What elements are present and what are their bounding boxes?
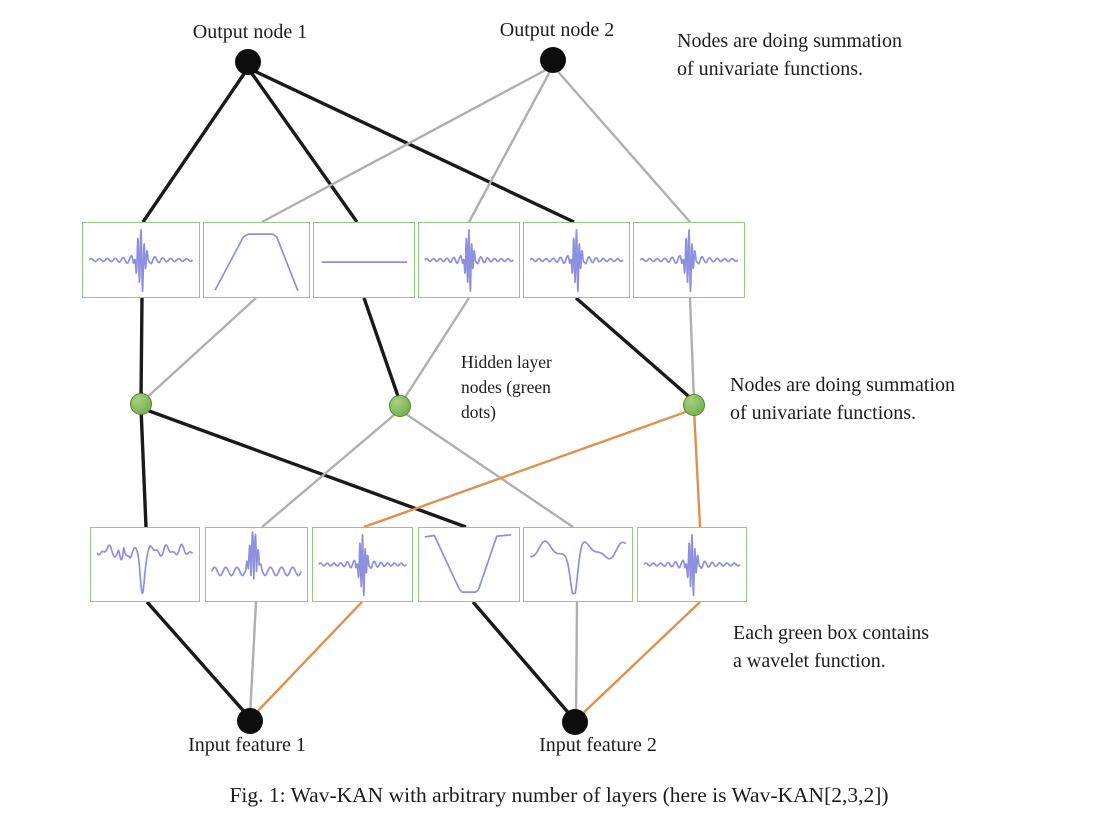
edge-black-7: [362, 297, 402, 403]
edge-gray-3: [261, 64, 554, 224]
hidden-node-2: [389, 395, 411, 417]
annotation-mid-right: Nodes are doing summation of univariate …: [730, 371, 955, 427]
hidden-layer-label-line1: Hidden layer: [461, 352, 552, 372]
wavelet-box-u2: [203, 222, 310, 298]
wavelet-plot-morlet: [529, 229, 624, 293]
wavelet-curve: [639, 229, 739, 293]
wavelet-plot-wide-dip: [424, 533, 512, 593]
edge-gray-20: [248, 601, 258, 717]
wavelet-plot-spiky-burst: [211, 531, 302, 580]
annotation-bottom-right: Each green box contains a wavelet functi…: [733, 619, 929, 675]
wavelet-curve: [529, 229, 624, 293]
wavelet-plot-morlet: [424, 229, 514, 293]
edge-gray-9: [142, 297, 257, 402]
wavelet-curve: [318, 533, 407, 597]
wavelet-plot-flat: [321, 261, 408, 263]
edge-gray-5: [552, 65, 691, 223]
edge-gray-21: [574, 601, 579, 718]
wavelet-plot-noisy-dip: [96, 543, 194, 595]
annotation-mid-right-line1: Nodes are doing summation: [730, 374, 955, 396]
output-node-2: [540, 47, 566, 73]
annotation-top-right: Nodes are doing summation of univariate …: [677, 27, 902, 83]
input-node-2: [562, 709, 588, 735]
edge-gray-15: [399, 409, 574, 528]
wavelet-box-l5: [523, 527, 633, 602]
wavelet-plot-morlet: [639, 229, 739, 293]
wavelet-plot-morlet: [643, 533, 741, 597]
edge-black-13: [140, 406, 467, 529]
wavelet-box-u3: [313, 222, 415, 298]
wavelet-plot-morlet: [318, 533, 407, 597]
figure-caption: Fig. 1: Wav-KAN with arbitrary number of…: [229, 783, 889, 807]
edge-black-0: [141, 67, 250, 223]
wavelet-box-l3: [312, 527, 413, 602]
annotation-bottom-right-line2: a wavelet function.: [733, 650, 886, 672]
hidden-layer-label-line2: nodes (green: [461, 377, 551, 397]
input-feature-2-label: Input feature 2: [539, 734, 657, 756]
wavelet-box-u5: [523, 222, 630, 298]
hidden-node-1: [130, 393, 152, 415]
edge-orange-22: [252, 601, 363, 717]
hidden-layer-label: Hidden layer nodes (green dots): [461, 350, 552, 425]
hidden-layer-label-line3: dots): [461, 402, 496, 422]
edge-gray-11: [688, 297, 696, 402]
input-feature-1-label: Input feature 1: [188, 734, 306, 756]
annotation-bottom-right-line1: Each green box contains: [733, 622, 930, 644]
edge-black-1: [246, 67, 359, 223]
input-node-1: [237, 708, 263, 734]
edge-black-2: [247, 66, 575, 224]
wavelet-curve: [88, 229, 194, 293]
wavelet-curve: [211, 531, 302, 580]
edge-black-12: [139, 407, 148, 528]
wavelet-curve: [424, 533, 512, 593]
wavelet-box-u6: [633, 222, 745, 298]
wavelet-plot-trapezoid: [214, 233, 299, 292]
wavelet-curve: [529, 540, 627, 595]
wavelet-curve: [96, 543, 194, 595]
wavelet-box-l4: [418, 527, 520, 602]
edge-black-18: [145, 600, 250, 718]
edge-black-6: [139, 297, 144, 401]
annotation-mid-right-line2: of univariate functions.: [730, 402, 917, 424]
output-node-1: [235, 49, 261, 75]
wavelet-curve: [643, 533, 741, 597]
edge-orange-23: [578, 601, 701, 718]
edge-gray-10: [400, 297, 471, 403]
annotation-top-right-line1: Nodes are doing summation: [677, 30, 902, 52]
output-node-1-label: Output node 1: [192, 21, 308, 43]
hidden-node-3: [683, 394, 705, 416]
wavelet-box-u4: [418, 222, 520, 298]
annotation-top-right-line2: of univariate functions.: [677, 58, 864, 80]
wavelet-curve: [424, 229, 514, 293]
wavelet-box-l6: [637, 527, 747, 602]
edge-black-19: [471, 600, 574, 719]
wavelet-curve: [214, 233, 299, 292]
wavelet-box-u1: [82, 222, 200, 298]
wavelet-plot-wavy-dip: [529, 540, 627, 595]
edge-orange-16: [363, 407, 695, 529]
edge-gray-4: [467, 65, 555, 223]
edge-black-8: [574, 296, 696, 403]
wavelet-box-l2: [205, 527, 308, 602]
wavelet-box-l1: [90, 527, 200, 602]
edge-gray-14: [261, 409, 401, 528]
edge-orange-17: [692, 408, 702, 528]
output-node-2-label: Output node 2: [499, 19, 615, 41]
wavelet-plot-morlet: [88, 229, 194, 293]
